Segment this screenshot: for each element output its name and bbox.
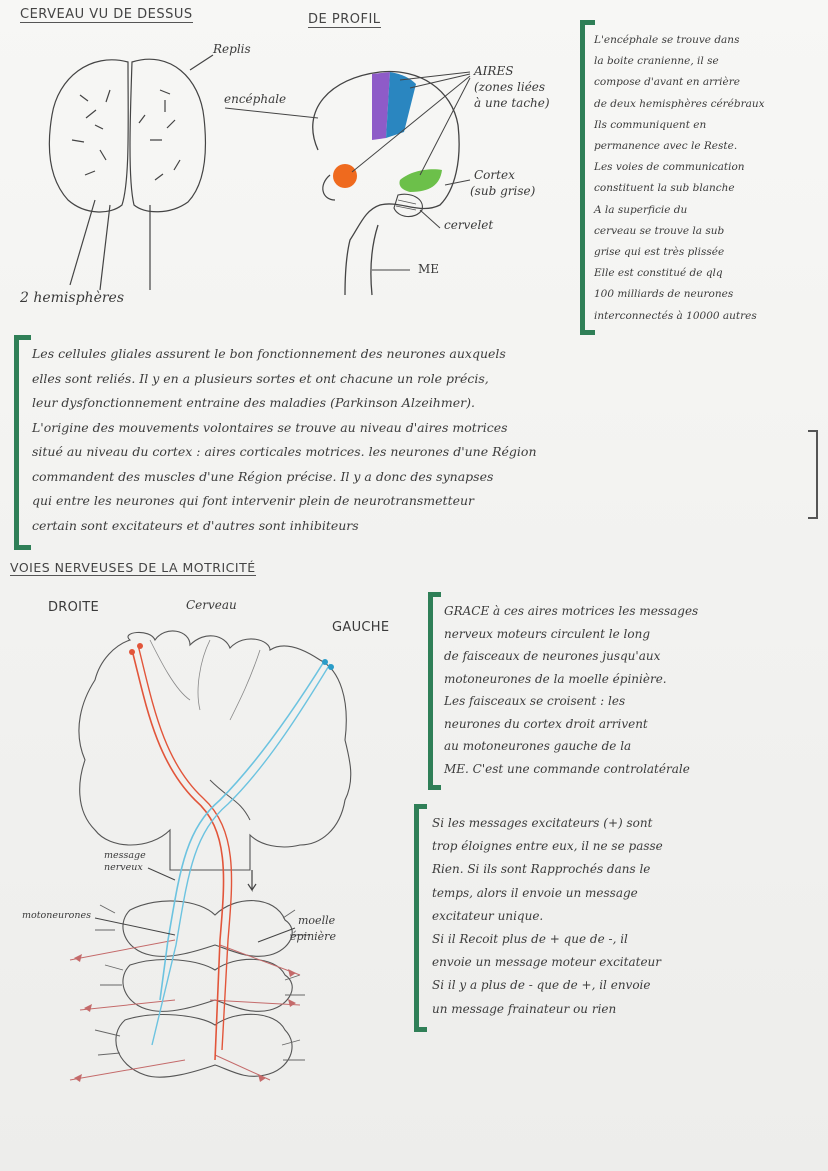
note-line: permanence avec le Reste.	[594, 140, 738, 153]
label-moelle: moelle	[298, 914, 336, 927]
note-line: Si les messages excitateurs (+) sont	[432, 816, 653, 830]
note-encephale: L'encéphale se trouve dans la boite cran…	[594, 30, 824, 327]
label-hemispheres: 2 hemisphères	[20, 290, 125, 306]
label-cortex: Cortex	[474, 168, 515, 182]
note-aires-motrices: GRACE à ces aires motrices les messages …	[444, 600, 824, 780]
blue-area	[386, 72, 416, 138]
orange-area	[333, 164, 357, 188]
label-cervelet: cervelet	[444, 218, 494, 232]
paragraph-bracket-left	[14, 335, 31, 550]
note-line: envoie un message moteur excitateur	[432, 955, 662, 970]
label-aires: AIRES	[474, 64, 514, 78]
brain-top-view	[48, 54, 214, 291]
label-cerveau: Cerveau	[186, 598, 237, 612]
label-me: ME	[418, 262, 440, 276]
label-cortex-sub: (sub grise)	[470, 184, 536, 198]
paragraph-bracket-right	[808, 430, 818, 519]
note-messages: Si les messages excitateurs (+) sont tro…	[432, 812, 822, 1021]
label-encephale: encéphale	[224, 92, 287, 106]
paragraph-line: L'origine des mouvements volontaires se …	[32, 419, 508, 435]
cyan-pathway-2	[151, 663, 331, 1046]
label-gauche: GAUCHE	[332, 620, 390, 635]
note-line: trop éloignes entre eux, il ne se passe	[432, 839, 663, 854]
label-aires-sub1: (zones liées	[474, 80, 546, 94]
note-bracket-top	[580, 20, 595, 335]
paragraph-gliales: Les cellules gliales assurent le bon fon…	[32, 342, 804, 538]
red-pathway-1	[131, 649, 225, 1061]
note-line: Les voies de communication	[594, 161, 745, 174]
paragraph-line: situé au niveau du cortex : aires cortic…	[32, 444, 537, 459]
title-voies-nerveuses: VOIES NERVEUSES DE LA MOTRICITÉ	[10, 560, 256, 576]
note-line: de faisceaux de neurones jusqu'aux	[444, 649, 661, 663]
title-profil: DE PROFIL	[308, 12, 381, 28]
note-line: Les faisceaux se croisent : les	[444, 694, 626, 708]
note-bracket-messages	[414, 804, 427, 1032]
brain-profile-view	[224, 70, 471, 296]
note-line: ME. C'est une commande controlatérale	[444, 761, 690, 776]
label-message-sub: nerveux	[104, 862, 143, 873]
note-line: cerveau se trouve la sub	[594, 224, 725, 237]
paragraph-line: elles sont reliés. Il y en a plusieurs s…	[32, 370, 489, 386]
cyan-pathway-1	[159, 659, 326, 1001]
paragraph-line: commandent des muscles d'une Région préc…	[32, 468, 494, 484]
note-line: interconnectés à 10000 autres	[594, 309, 757, 322]
note-line: grise qui est très plissée	[594, 246, 725, 259]
paragraph-line: leur dysfonctionnement entraine des mala…	[32, 395, 475, 410]
note-line: nerveux moteurs circulent le long	[444, 626, 650, 641]
title-cerveau-dessus: CERVEAU VU DE DESSUS	[20, 7, 193, 23]
note-line: Si il Recoit plus de + que de -, il	[432, 932, 628, 947]
label-droite: DROITE	[48, 600, 100, 615]
note-line: excitateur unique.	[432, 908, 544, 923]
paragraph-line: Les cellules gliales assurent le bon fon…	[32, 346, 506, 361]
note-line: Elle est constitué de qlq	[594, 267, 723, 280]
note-line: Rien. Si ils sont Rapprochés dans le	[432, 862, 651, 877]
note-bracket-aires	[428, 592, 441, 790]
note-line: temps, alors il envoie un message	[432, 885, 638, 900]
label-replis: Replis	[213, 42, 251, 56]
green-area	[399, 169, 442, 192]
note-line: un message frainateur ou rien	[432, 1001, 617, 1016]
note-line: L'encéphale se trouve dans	[594, 34, 740, 46]
note-line: au motoneurones gauche de la	[444, 739, 632, 753]
red-pathway-2	[137, 644, 233, 1051]
paragraph-line: qui entre les neurones qui font interven…	[32, 493, 475, 508]
purple-area	[372, 72, 390, 140]
motor-pathway-diagram	[69, 630, 352, 1082]
note-line: 100 milliards de neurones	[594, 288, 734, 301]
note-line: compose d'avant en arrière	[594, 76, 740, 89]
note-line: la boite cranienne, il se	[594, 55, 719, 68]
label-message: message	[104, 850, 146, 861]
label-aires-sub2: à une tache)	[474, 96, 550, 110]
label-motoneurones: motoneurones	[22, 910, 92, 921]
note-line: Si il y a plus de - que de +, il envoie	[432, 978, 651, 993]
label-moelle-sub: épinière	[290, 930, 336, 943]
note-line: GRACE à ces aires motrices les messages	[444, 604, 699, 618]
note-line: neurones du cortex droit arrivent	[444, 716, 648, 731]
cervelet-shape	[393, 193, 423, 218]
note-line: motoneurones de la moelle épinière.	[444, 671, 667, 686]
note-line: constituent la sub blanche	[594, 182, 735, 195]
note-line: A la superficie du	[594, 203, 688, 216]
note-line: de deux hemisphères cérébraux	[594, 97, 765, 110]
note-line: Ils communiquent en	[594, 118, 707, 131]
paragraph-line: certain sont excitateurs et d'autres son…	[32, 517, 359, 533]
